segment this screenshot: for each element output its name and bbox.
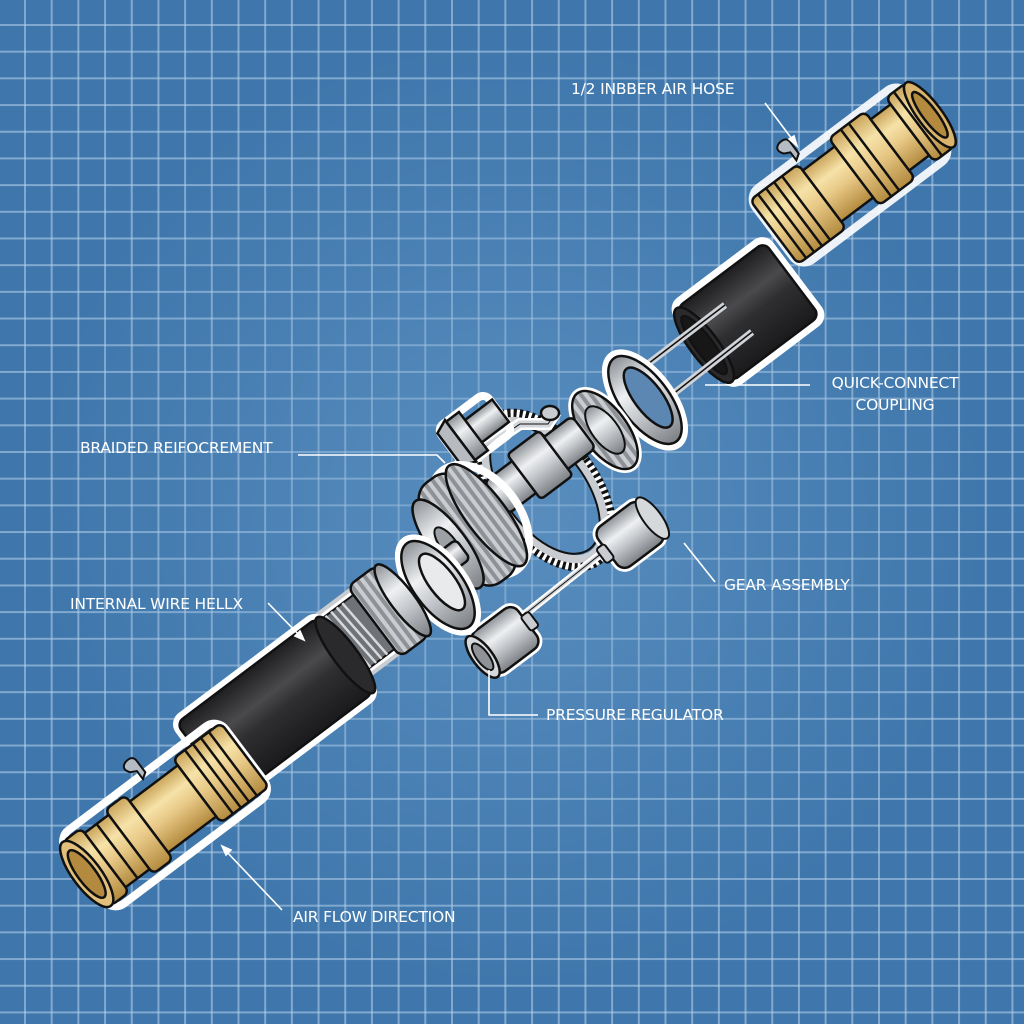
leader-lines — [220, 102, 810, 911]
label-airflow: AIR FLOW DIRECTION — [293, 908, 456, 926]
rubber-sleeve-top — [671, 237, 825, 387]
brass-fitting-bottom — [58, 719, 271, 911]
label-regulator: PRESSURE REGULATOR — [546, 706, 724, 724]
coupling-rods — [637, 302, 755, 401]
label-coupling: QUICK-CONNECT COUPLING — [810, 372, 980, 416]
label-hose: 1/2 INBBER AIR HOSE — [571, 80, 735, 98]
label-coupling-line2: COUPLING — [855, 396, 935, 414]
label-helix: INTERNAL WIRE HELLX — [70, 595, 243, 613]
label-braided: BRAIDED REIFOCREMENT — [80, 439, 273, 457]
label-gear: GEAR ASSEMBLY — [724, 576, 850, 594]
pressure-regulator — [464, 496, 671, 679]
label-coupling-line1: QUICK-CONNECT — [831, 374, 959, 392]
brass-fitting-top — [748, 80, 958, 267]
gear-assembly — [411, 386, 642, 590]
